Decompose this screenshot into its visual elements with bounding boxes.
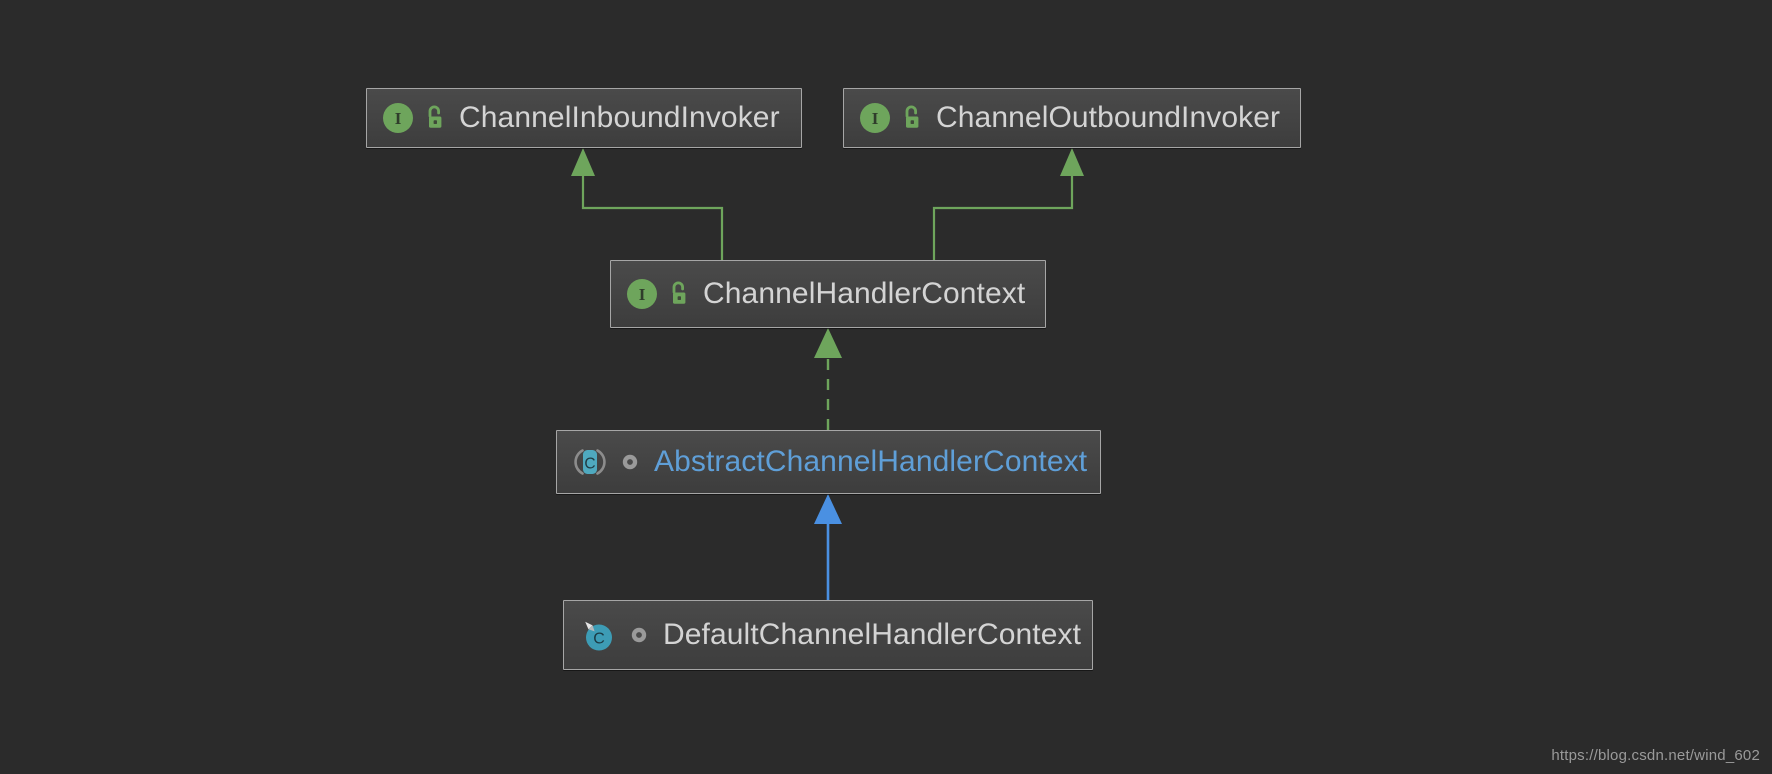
watermark-text: https://blog.csdn.net/wind_602 xyxy=(1551,747,1760,764)
abstract-class-icon: C xyxy=(574,449,606,475)
connector-ctx-to-outbound xyxy=(932,148,1084,262)
node-icon-group: I xyxy=(383,103,446,133)
interface-icon-letter: I xyxy=(638,284,646,304)
unlock-icon xyxy=(428,105,442,128)
final-marker-pin xyxy=(585,621,595,632)
uml-node-label: DefaultChannelHandlerContext xyxy=(663,618,1082,651)
visibility-dot-icon xyxy=(622,454,638,470)
uml-node-channel-inbound-invoker[interactable]: I ChannelInboundInvoker xyxy=(366,88,802,148)
uml-node-channel-outbound-invoker[interactable]: I ChannelOutboundInvoker xyxy=(843,88,1301,148)
uml-node-label: ChannelHandlerContext xyxy=(703,277,1026,310)
svg-text:C: C xyxy=(593,631,605,648)
uml-node-default-channel-handler-context[interactable]: C DefaultChannelHandlerContext xyxy=(563,600,1093,670)
node-icon-group: C xyxy=(573,446,641,478)
uml-node-label: ChannelInboundInvoker xyxy=(459,101,780,134)
interface-icon: I xyxy=(860,103,890,133)
interface-icon-letter: I xyxy=(871,108,879,128)
uml-node-label: AbstractChannelHandlerContext xyxy=(654,445,1088,478)
uml-node-label: ChannelOutboundInvoker xyxy=(936,101,1281,134)
connector-abstract-to-ctx xyxy=(814,328,842,430)
uml-node-channel-handler-context[interactable]: I ChannelHandlerContext xyxy=(610,260,1046,328)
unlock-icon xyxy=(672,281,686,304)
interface-icon: I xyxy=(627,279,657,309)
uml-node-abstract-channel-handler-context[interactable]: C AbstractChannelHandlerContext xyxy=(556,430,1101,494)
interface-icon: I xyxy=(383,103,413,133)
svg-text:C: C xyxy=(584,455,595,472)
node-icon-group: I xyxy=(860,103,923,133)
connector-default-to-abstract xyxy=(814,494,842,600)
visibility-dot-icon xyxy=(631,627,647,643)
connector-ctx-to-inbound xyxy=(571,148,724,262)
interface-icon-letter: I xyxy=(394,108,402,128)
node-icon-group: I xyxy=(627,279,690,309)
unlock-icon xyxy=(905,105,919,128)
final-class-icon: C xyxy=(585,621,612,651)
node-icon-group: C xyxy=(580,618,650,652)
